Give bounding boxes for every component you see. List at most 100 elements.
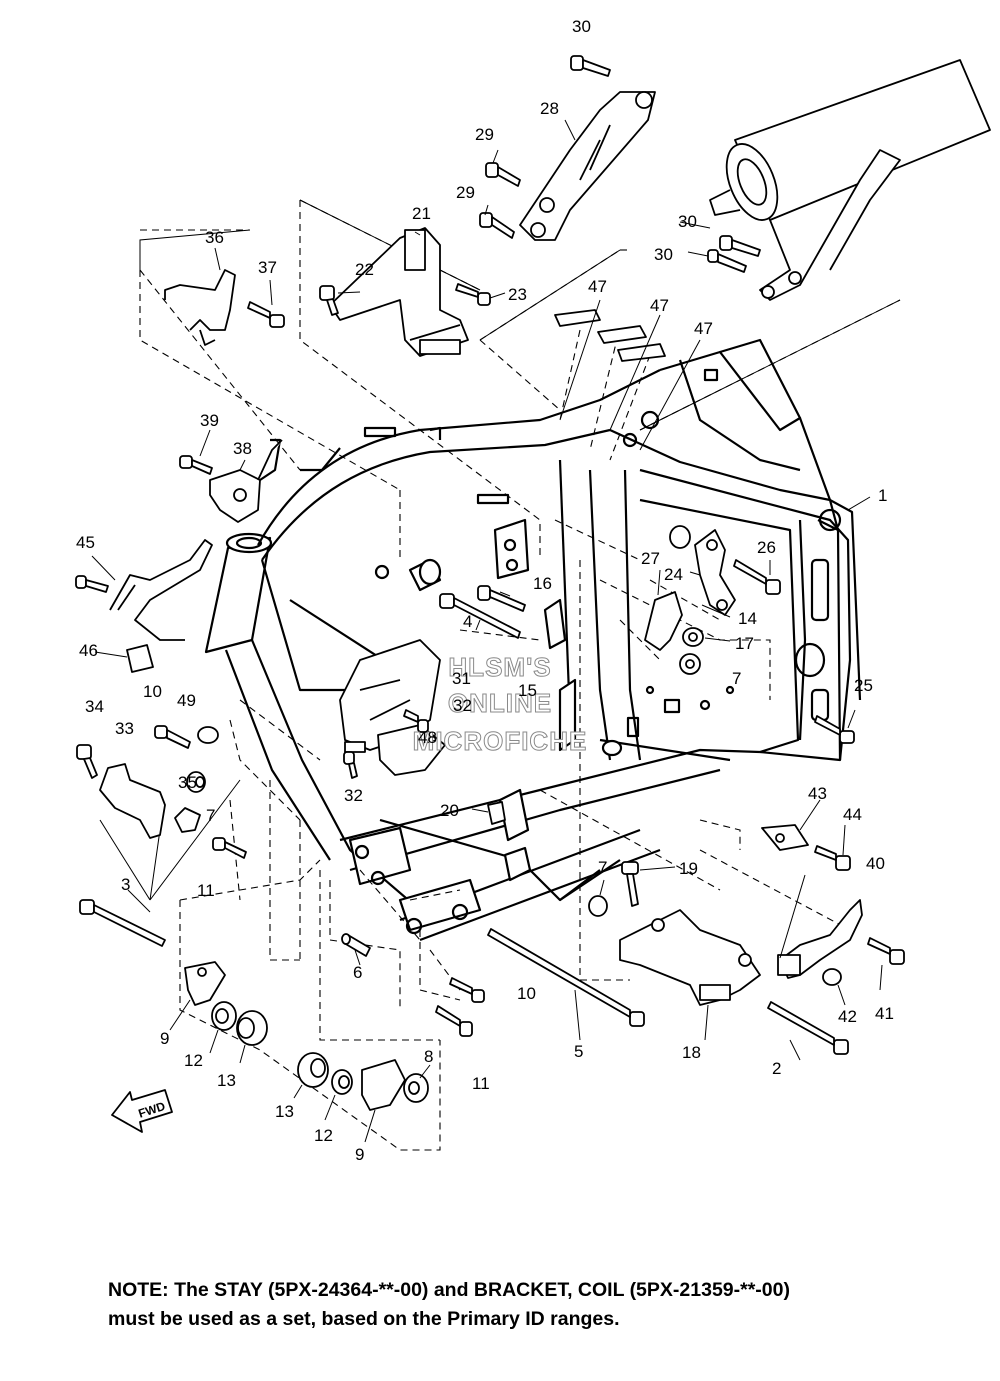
bolt-29-lower xyxy=(479,212,515,239)
bolt-29-upper xyxy=(485,162,521,187)
callout-21: 21 xyxy=(412,204,431,223)
callout-30-right-upper: 30 xyxy=(678,212,697,231)
bolt-26 xyxy=(733,559,781,595)
bolt-32-upper xyxy=(403,709,429,733)
bolt-32-lower xyxy=(343,751,358,779)
footrest-bracket-28 xyxy=(519,91,656,241)
stay-36 xyxy=(164,269,236,346)
callout-39: 39 xyxy=(200,411,219,430)
leader-lines xyxy=(99,199,901,901)
callout-10-lower: 10 xyxy=(517,984,536,1003)
bolt-34 xyxy=(76,744,98,779)
bolt-30-right-lower xyxy=(707,249,747,273)
callout-5: 5 xyxy=(574,1042,583,1061)
callout-31: 31 xyxy=(452,669,471,688)
bolt-3 xyxy=(79,899,166,947)
callout-9-left: 9 xyxy=(160,1029,169,1048)
note-text: NOTE: The STAY (5PX-24364-**-00) and BRA… xyxy=(108,1276,968,1334)
collar-8 xyxy=(403,1073,429,1103)
callout-32-upper: 32 xyxy=(453,696,472,715)
callout-7-lower: 7 xyxy=(598,858,607,877)
cap-49 xyxy=(197,726,219,744)
callout-26: 26 xyxy=(757,538,776,557)
bracket-31 xyxy=(339,639,441,753)
stay-24 xyxy=(694,529,736,616)
callout-29-lower: 29 xyxy=(456,183,475,202)
callout-13-left: 13 xyxy=(217,1071,236,1090)
callout-9-bottom: 9 xyxy=(355,1145,364,1164)
callout-14: 14 xyxy=(738,609,757,628)
callout-46: 46 xyxy=(79,641,98,660)
bolt-25 xyxy=(814,715,855,744)
bracket-14 xyxy=(644,591,683,651)
callout-35: 35 xyxy=(178,773,197,792)
label-47-b xyxy=(597,325,647,344)
part-callouts: 1 2 3 4 5 6 7 8 9 10 11 12 13 14 15 16 1… xyxy=(76,17,894,1164)
callout-7-left: 7 xyxy=(206,806,215,825)
bolt-23 xyxy=(455,283,491,306)
bolt-16 xyxy=(477,585,526,612)
plate-9-bottom xyxy=(361,1059,406,1111)
callout-22: 22 xyxy=(355,260,374,279)
callout-32-lower: 32 xyxy=(344,786,363,805)
callout-20: 20 xyxy=(440,801,459,820)
bolt-5 xyxy=(487,928,645,1027)
frame-exploded-diagram: HLSM'S ONLINE MICROFICHE FWD 1 2 3 4 5 6… xyxy=(75,17,991,1164)
collar-7-left xyxy=(186,771,206,793)
callout-12-bottom: 12 xyxy=(314,1126,333,1145)
clamp-35 xyxy=(174,807,201,833)
bolt-44 xyxy=(814,845,851,871)
callout-11-upper: 11 xyxy=(197,881,215,900)
collar-7-right xyxy=(679,653,701,675)
engine-bracket-18 xyxy=(619,909,761,1006)
callout-48: 48 xyxy=(418,728,437,747)
callout-38: 38 xyxy=(233,439,252,458)
label-47-a xyxy=(554,309,601,327)
callout-41: 41 xyxy=(875,1004,894,1023)
callout-29-upper: 29 xyxy=(475,125,494,144)
callout-16: 16 xyxy=(533,574,552,593)
callout-17: 17 xyxy=(735,634,754,653)
callout-44: 44 xyxy=(843,805,862,824)
bolt-19 xyxy=(621,861,639,907)
bolt-37 xyxy=(247,301,285,328)
bolt-4 xyxy=(439,593,521,639)
watermark-line-3: MICROFICHE xyxy=(413,726,588,756)
bolt-2 xyxy=(767,1001,849,1055)
callout-28: 28 xyxy=(540,99,559,118)
nut-20 xyxy=(487,801,506,825)
callout-7-right: 7 xyxy=(732,669,741,688)
callout-18: 18 xyxy=(682,1043,701,1062)
plate-9-left xyxy=(184,961,226,1006)
fwd-arrow xyxy=(111,1089,173,1133)
callout-34: 34 xyxy=(85,697,104,716)
bolt-11-upper xyxy=(212,837,247,859)
callout-6: 6 xyxy=(353,963,362,982)
callout-49: 49 xyxy=(177,691,196,710)
watermark-line-1: HLSM'S xyxy=(448,652,551,682)
pin-6 xyxy=(341,933,371,957)
bolt-39 xyxy=(179,455,213,475)
callout-36: 36 xyxy=(205,228,224,247)
callout-13-bottom: 13 xyxy=(275,1102,294,1121)
callout-47-c: 47 xyxy=(694,319,713,338)
callout-10-upper: 10 xyxy=(143,682,162,701)
callout-23: 23 xyxy=(508,285,527,304)
bolt-11-lower xyxy=(435,1005,473,1037)
bolt-10-lower xyxy=(449,977,485,1003)
callout-12-left: 12 xyxy=(184,1051,203,1070)
callout-15: 15 xyxy=(518,681,537,700)
bracket-40 xyxy=(777,899,863,979)
callout-37: 37 xyxy=(258,258,277,277)
callout-30-top: 30 xyxy=(572,17,591,36)
collar-7-lower xyxy=(588,895,608,917)
watermark: HLSM'S ONLINE MICROFICHE xyxy=(412,652,588,757)
cap-42 xyxy=(822,968,842,986)
callout-leaders xyxy=(91,119,883,1143)
callout-40: 40 xyxy=(866,854,885,873)
callout-42: 42 xyxy=(838,1007,857,1026)
callout-47-a: 47 xyxy=(588,277,607,296)
coil-bracket-21 xyxy=(329,227,469,357)
callout-8: 8 xyxy=(424,1047,433,1066)
bolt-45 xyxy=(75,575,109,593)
